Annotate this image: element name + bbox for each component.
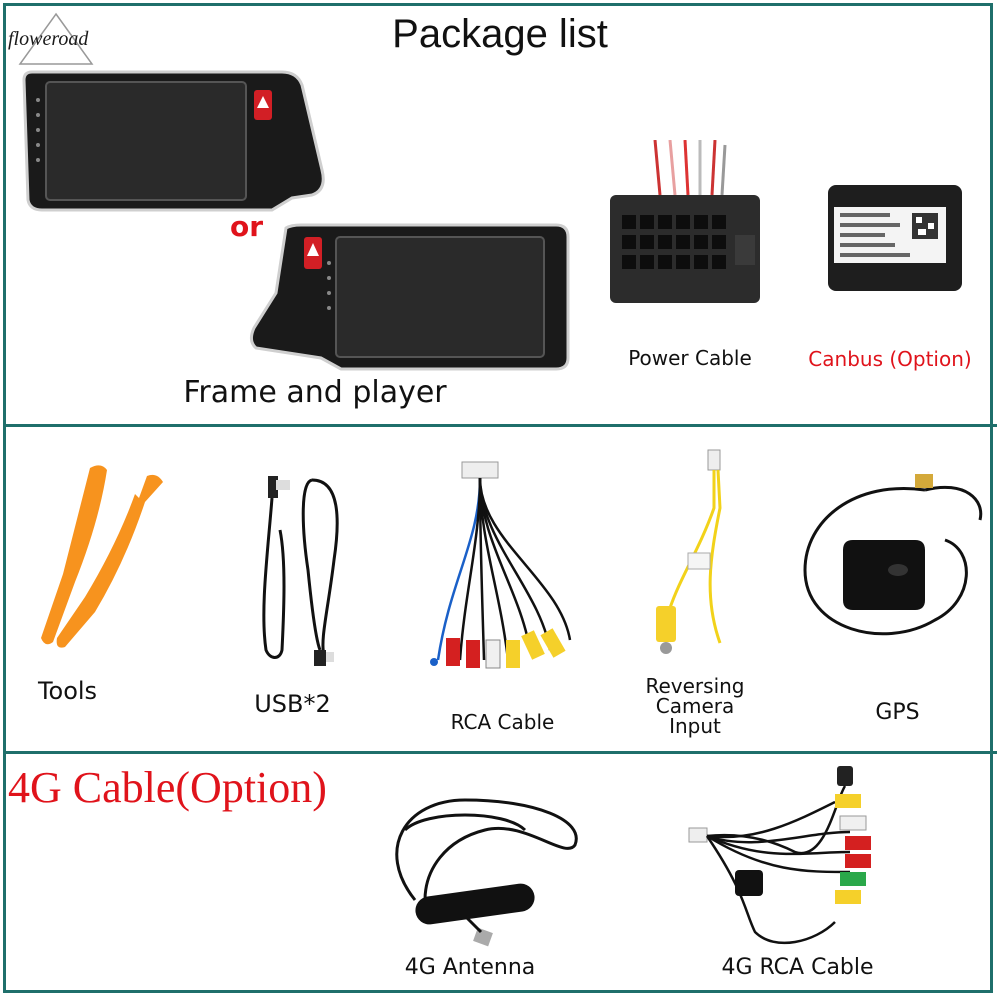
canbus-box-image [826,183,964,295]
tools-label: Tools [37,677,98,705]
4g-rca-cable-label: 4G RCA Cable [721,955,874,980]
4g-antenna-image [385,790,585,950]
tools-image [35,462,170,652]
reversing-camera-label: Reversing Camera Input [630,676,760,736]
logo-triangle-icon [16,12,96,67]
package-list-frame [3,3,993,993]
head-unit-image-1 [22,70,332,215]
4g-cable-option-heading: 4G Cable(Option) [8,763,327,812]
gps-antenna-image [795,460,995,660]
usb-label: USB*2 [254,690,331,718]
usb-cable-image [250,470,350,670]
reversing-camera-label-line-2: Camera [655,694,735,718]
reversing-camera-cable-image [640,448,760,658]
power-cable-image [600,140,780,310]
power-cable-label: Power Cable [628,346,752,370]
section-divider-top [3,424,997,427]
rca-cable-image [420,460,580,690]
brand-logo: floweroad [8,28,89,50]
4g-antenna-label: 4G Antenna [404,955,536,980]
4g-rca-cable-image [685,762,895,952]
canbus-label: Canbus (Option) [808,347,972,371]
or-label: or [230,210,264,243]
head-unit-image-2 [246,223,571,373]
gps-label: GPS [875,700,920,725]
frame-player-label: Frame and player [183,375,447,410]
page-title: Package list [392,12,608,56]
section-divider-bottom [3,751,997,754]
reversing-camera-label-line-3: Input [669,714,721,738]
rca-cable-label: RCA Cable [450,710,555,734]
reversing-camera-label-line-1: Reversing [645,674,745,698]
